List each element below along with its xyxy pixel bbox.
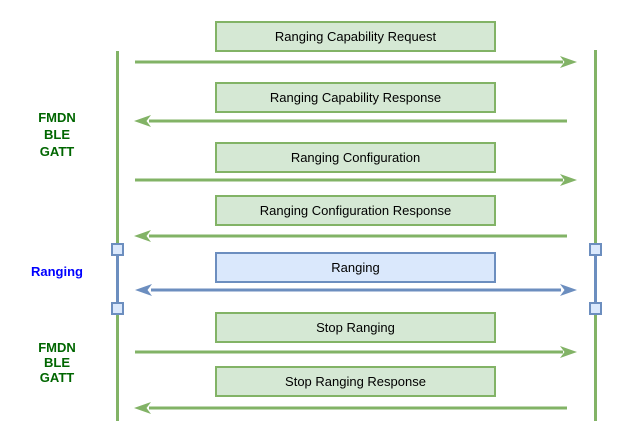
lifeline-right-gatt-bottom — [594, 313, 597, 421]
message-arrow-bidirectional — [135, 284, 577, 296]
message-box-ranging-capability-response: Ranging Capability Response — [215, 82, 496, 113]
phase-label-line: Ranging — [31, 264, 83, 279]
message-arrow-left — [134, 230, 567, 242]
phase-label-ranging: Ranging — [15, 264, 99, 280]
activation-square-right-bottom — [589, 302, 602, 315]
activation-square-left-top — [111, 243, 124, 256]
phase-label-line: FMDN — [38, 340, 76, 355]
message-arrow-left — [134, 115, 567, 127]
message-box-ranging: Ranging — [215, 252, 496, 283]
message-box-ranging-capability-request: Ranging Capability Request — [215, 21, 496, 52]
phase-label-line: GATT — [39, 144, 75, 159]
message-arrow-right — [135, 346, 577, 358]
message-box-ranging-configuration: Ranging Configuration — [215, 142, 496, 173]
phase-label-line: GATT — [39, 370, 75, 385]
activation-square-right-top — [589, 243, 602, 256]
message-box-stop-ranging: Stop Ranging — [215, 312, 496, 343]
phase-label-line: BLE — [44, 127, 70, 142]
lifeline-left-gatt-top — [116, 51, 119, 244]
lifeline-right-ranging-segment — [594, 244, 597, 313]
lifeline-left-ranging-segment — [116, 244, 119, 313]
phase-label-line: BLE — [44, 355, 70, 370]
message-arrow-left — [134, 402, 567, 414]
phase-label-fmdn-ble-gatt-top: FMDN BLE GATT — [15, 109, 99, 160]
message-box-stop-ranging-response: Stop Ranging Response — [215, 366, 496, 397]
phase-label-line: FMDN — [38, 110, 76, 125]
phase-label-fmdn-ble-gatt-bottom: FMDN BLE GATT — [15, 340, 99, 385]
lifeline-left-gatt-bottom — [116, 313, 119, 421]
message-box-ranging-configuration-response: Ranging Configuration Response — [215, 195, 496, 226]
message-arrow-right — [135, 174, 577, 186]
activation-square-left-bottom — [111, 302, 124, 315]
message-arrow-right — [135, 56, 577, 68]
lifeline-right-gatt-top — [594, 50, 597, 244]
